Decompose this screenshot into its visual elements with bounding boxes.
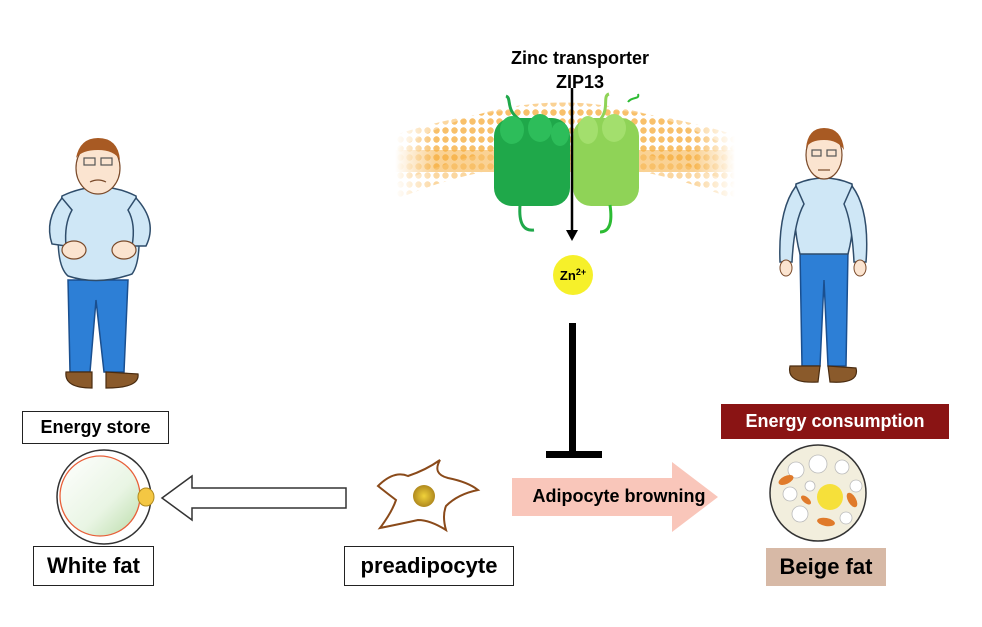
slim-person-figure (779, 128, 868, 383)
preadipocyte-cell (376, 459, 481, 533)
beige-fat-label: Beige fat (766, 548, 886, 586)
transporter-title-line1: Zinc transporter (510, 48, 650, 68)
adipocyte-browning-label: Adipocyte browning (532, 486, 706, 506)
energy-store-label: Energy store (22, 411, 169, 444)
transporter-title-line2: ZIP13 (555, 72, 605, 92)
beige-fat-cell (769, 444, 867, 542)
transport-arrow (566, 88, 578, 241)
browning-arrow (512, 462, 718, 532)
white-fat-label: White fat (33, 546, 154, 586)
zinc-ion-label: Zn2+ (560, 267, 586, 283)
differentiation-arrow-white (160, 474, 347, 522)
preadipocyte-label: preadipocyte (344, 546, 514, 586)
energy-consumption-label: Energy consumption (721, 404, 949, 439)
zinc-ion: Zn2+ (553, 255, 593, 295)
white-fat-cell (56, 449, 155, 545)
inhibition-symbol (546, 323, 602, 458)
zip13-transporter-light (573, 92, 640, 234)
obese-person-figure (48, 138, 151, 389)
zip13-transporter-dark (494, 94, 570, 232)
